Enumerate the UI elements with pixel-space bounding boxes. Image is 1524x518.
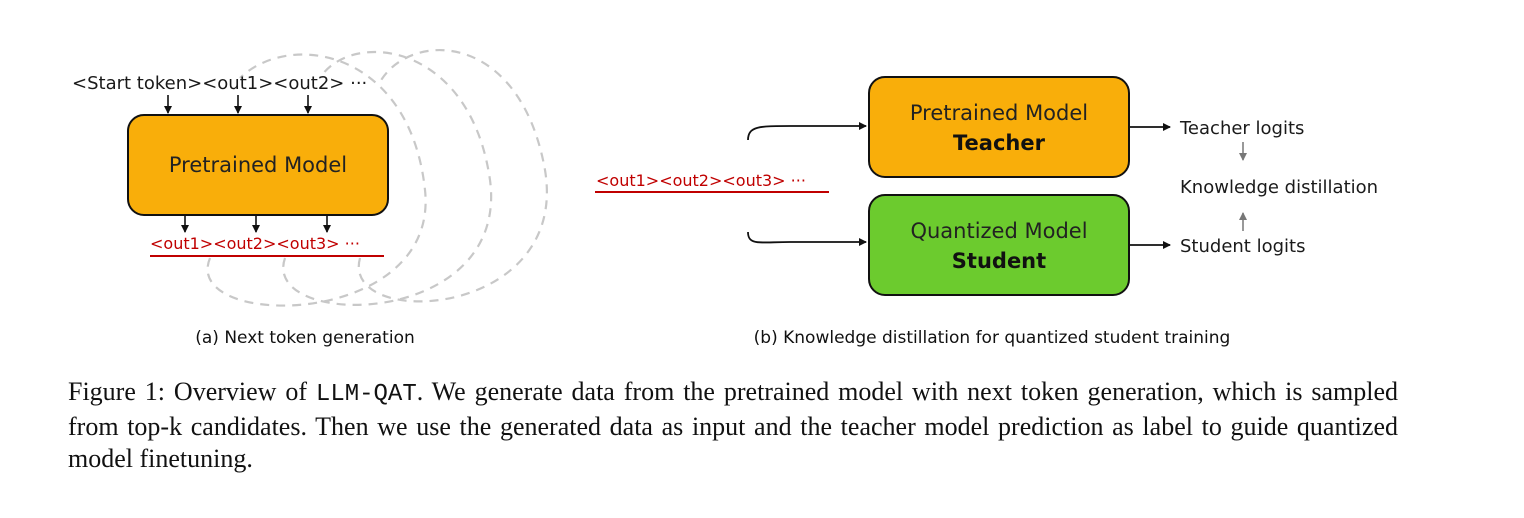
figure-diagram: <Start token><out1><out2> ··· Pretrained… [72,49,1378,348]
subcaption-b: (b) Knowledge distillation for quantized… [754,328,1231,348]
input-curves [747,122,867,246]
student-model-box [868,194,1130,296]
feedback-arcs [206,49,548,307]
caption-code: LLM-QAT [315,381,417,408]
knowledge-distillation-label: Knowledge distillation [1180,177,1378,198]
teacher-model-box [868,76,1130,178]
panel-b: <out1><out2><out3> ··· Pretrained Model … [595,76,1378,348]
teacher-logits-label: Teacher logits [1179,118,1304,139]
pretrained-model-box [127,114,389,216]
teacher-model-title: Pretrained Model [910,101,1088,125]
pretrained-model-label: Pretrained Model [169,153,347,177]
figure-caption: Figure 1: Overview of LLM-QAT. We genera… [68,376,1398,475]
student-role-label: Student [952,249,1046,273]
caption-label: Figure 1: Overview of [68,377,316,406]
subcaption-a: (a) Next token generation [195,328,415,348]
student-logits-label: Student logits [1180,236,1305,257]
panel-a: <Start token><out1><out2> ··· Pretrained… [72,49,548,348]
output-arrows [181,215,331,233]
output-token-sequence: <out1><out2><out3> ··· [150,234,360,253]
student-model-title: Quantized Model [910,219,1087,243]
input-token-sequence-b: <out1><out2><out3> ··· [596,171,806,190]
teacher-role-label: Teacher [953,131,1046,155]
input-arrows [164,95,312,114]
input-token-sequence: <Start token><out1><out2> ··· [72,73,367,94]
caption-text: . We generate data from the pretrained m… [68,377,1399,473]
logit-arrows [1130,123,1171,249]
